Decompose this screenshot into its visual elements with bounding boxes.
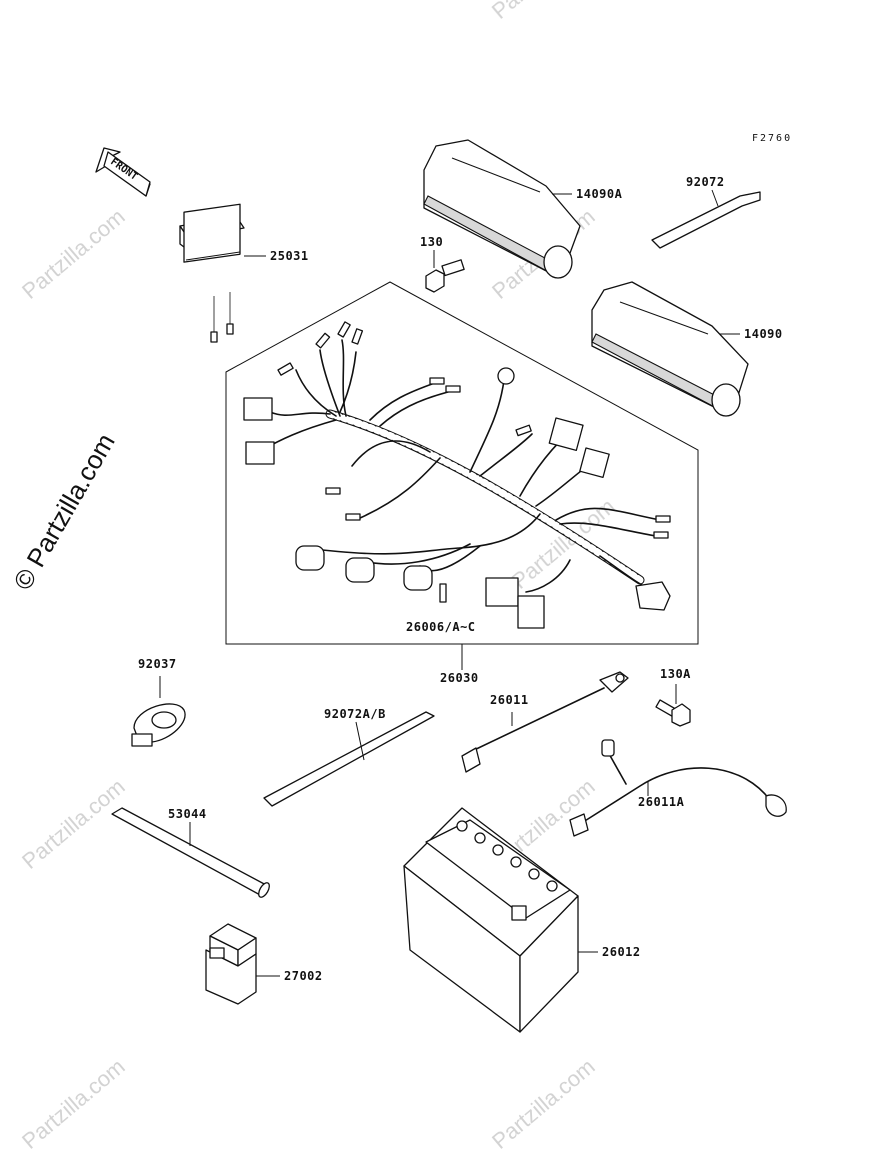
watermark: Partzilla.com — [17, 774, 130, 874]
part-label-25031: 25031 — [270, 249, 309, 263]
cover-14090A — [423, 139, 581, 279]
part-label-92037: 92037 — [138, 657, 177, 671]
copyright-watermark: © Partzilla.com — [7, 428, 121, 595]
part-label-27002: 27002 — [284, 969, 323, 983]
cable-26011A — [569, 739, 787, 837]
relay-27002 — [205, 923, 280, 1005]
watermark: Partzilla.com — [487, 0, 600, 24]
part-label-14090: 14090 — [744, 327, 783, 341]
bolt-130 — [425, 250, 465, 293]
watermark: Partzilla.com — [17, 1054, 130, 1154]
part-label-26011: 26011 — [490, 693, 529, 707]
part-label-26030: 26030 — [440, 671, 479, 685]
part-label-92072AB: 92072A/B — [324, 707, 386, 721]
battery-26012 — [403, 807, 598, 1033]
part-label-53044: 53044 — [168, 807, 207, 821]
clamp-92037 — [131, 676, 186, 747]
cable-26011 — [461, 671, 629, 773]
front-arrow-icon: FRONT — [95, 147, 151, 197]
bolt-130A — [655, 684, 691, 727]
main-harness-26030 — [243, 321, 671, 629]
watermark: Partzilla.com — [487, 1054, 600, 1154]
strap-92072AB — [263, 711, 435, 807]
watermark: Partzilla.com — [17, 204, 130, 304]
part-label-92072: 92072 — [686, 175, 725, 189]
part-label-130A: 130A — [660, 667, 691, 681]
figure-code: F2760 — [752, 133, 792, 144]
part-label-26011A: 26011A — [638, 795, 685, 809]
part-label-26012: 26012 — [602, 945, 641, 959]
meter-25031 — [179, 203, 266, 343]
part-label-14090A: 14090A — [576, 187, 623, 201]
harness-frame — [225, 281, 699, 645]
tube-53044 — [111, 807, 270, 898]
strap-92072 — [651, 189, 761, 249]
part-label-130: 130 — [420, 235, 443, 249]
cover-14090 — [591, 281, 749, 417]
part-label-26006: 26006/A~C — [406, 620, 476, 634]
